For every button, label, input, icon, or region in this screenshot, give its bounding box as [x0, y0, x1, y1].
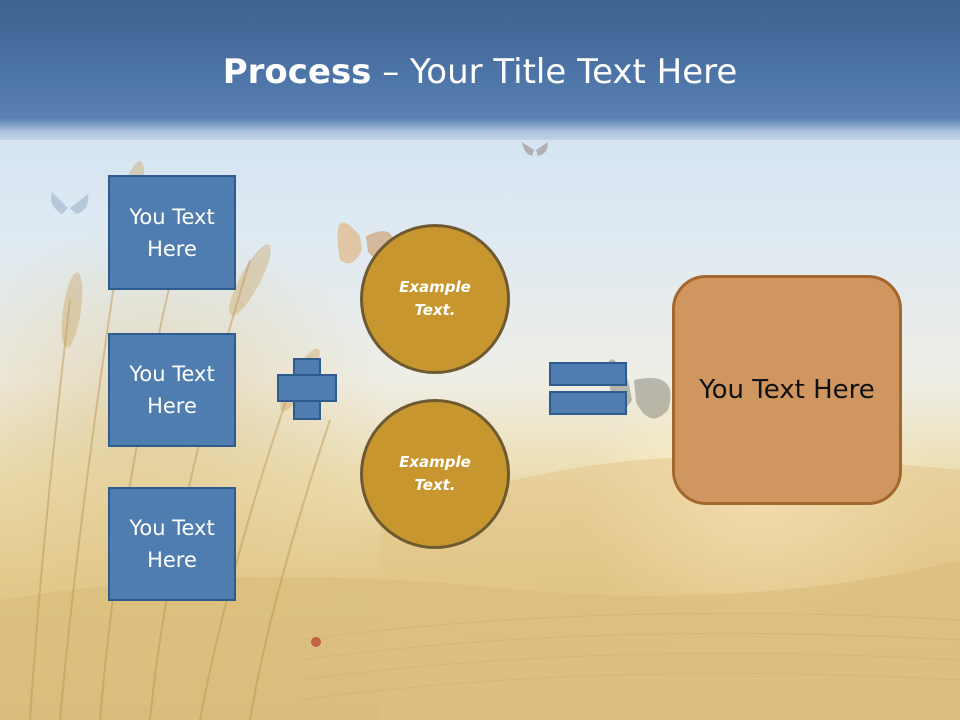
text-box-3[interactable]: You Text Here — [108, 487, 236, 601]
text-box-label: You Text Here — [129, 204, 215, 261]
text-box-1[interactable]: You Text Here — [108, 175, 236, 290]
text-box-label: You Text Here — [129, 516, 215, 572]
equals-icon-bar — [549, 391, 627, 415]
slide-title: Process – Your Title Text Here — [222, 52, 738, 92]
result-box[interactable]: You Text Here — [672, 275, 902, 505]
circle-label: Example Text. — [399, 453, 471, 494]
text-box-2[interactable]: You Text Here — [108, 333, 236, 447]
result-label: You Text Here — [699, 375, 875, 405]
equals-icon — [549, 362, 627, 386]
butterfly-icon — [522, 142, 548, 156]
text-box-label: You Text Here — [129, 362, 215, 418]
ladybug-icon — [311, 637, 321, 647]
title-bar — [0, 0, 960, 140]
butterfly-icon — [337, 222, 394, 264]
example-circle-1[interactable]: Example Text. — [360, 224, 510, 374]
circle-label: Example Text. — [399, 278, 471, 319]
butterfly-icon — [51, 192, 89, 214]
example-circle-2[interactable]: Example Text. — [360, 399, 510, 549]
plus-icon-bar — [277, 374, 337, 402]
